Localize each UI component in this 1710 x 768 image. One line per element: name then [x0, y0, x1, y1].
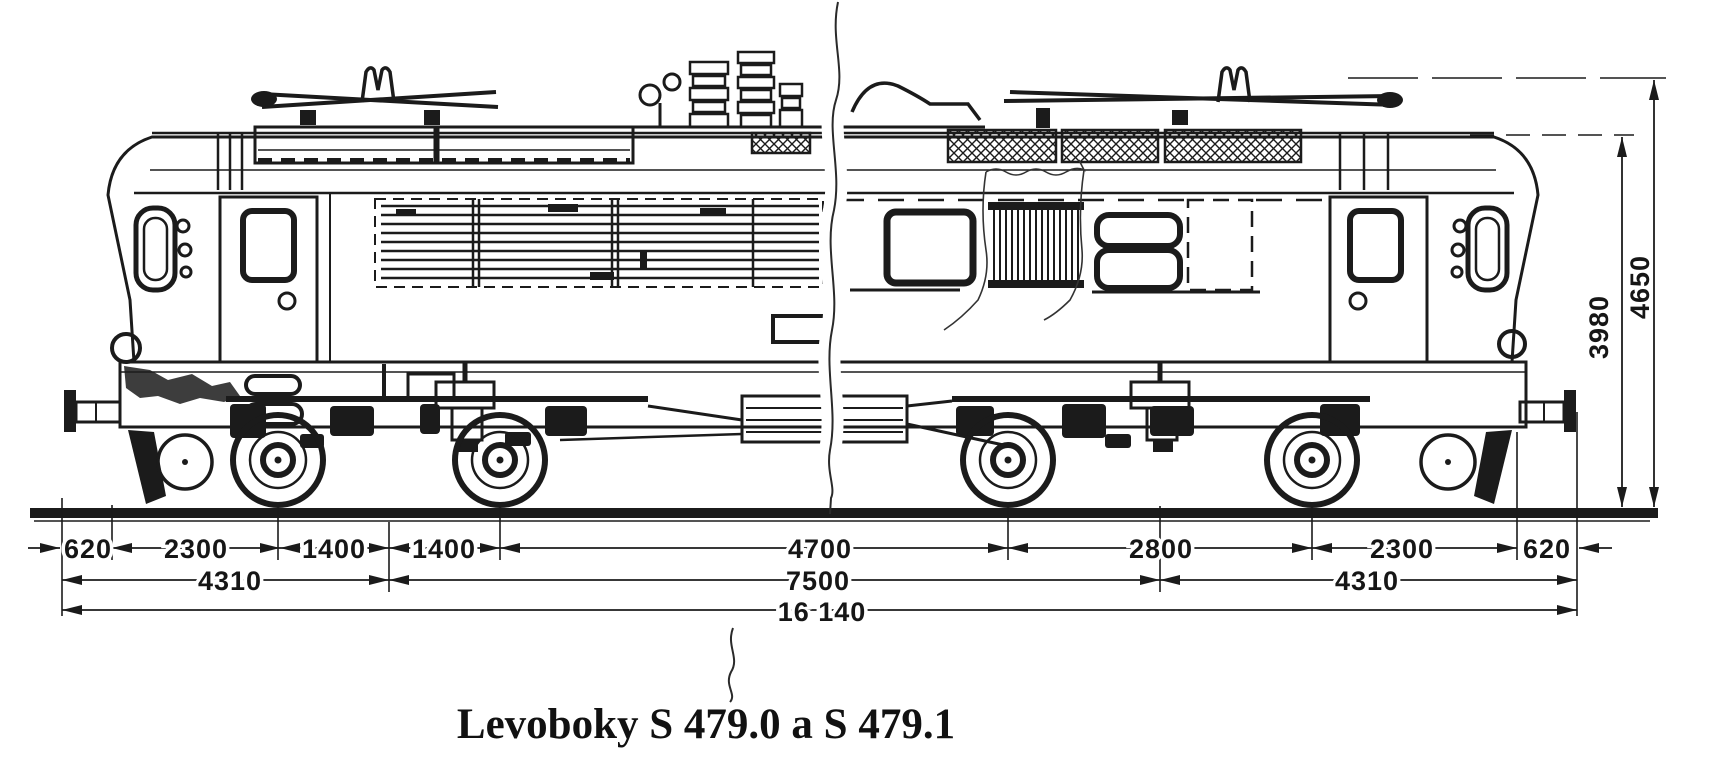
underframe-equipment: [382, 364, 1009, 448]
lower-break-squiggle: [727, 627, 736, 703]
right-pantograph: [1003, 66, 1403, 128]
right-door-window: [1347, 208, 1404, 283]
rail-line: [30, 508, 1658, 522]
wheel-axle-3: [960, 412, 1056, 508]
wheel-axle-2: [452, 412, 548, 508]
right-marker-lights: [1452, 218, 1468, 234]
caption-title: Levoboky S 479.0 a S 479.1: [457, 701, 955, 748]
dim-height-pantograph: 4650: [1625, 255, 1655, 319]
dim-height-roof: 3980: [1584, 295, 1614, 359]
roof-insulators: [638, 50, 804, 129]
left-front-window: [133, 205, 178, 293]
dimension-row-3: 16 140: [62, 594, 1577, 631]
dim-2300-left: 2300: [164, 534, 228, 564]
right-pilot-step: [1474, 430, 1512, 504]
patch-tear-outline: [943, 159, 1086, 331]
vent-pair-upper: [1094, 212, 1183, 249]
vertical-dimensions: 3980 4650: [1348, 77, 1666, 507]
dimension-row-2: 4310 7500 4310: [62, 563, 1577, 600]
left-buffer: [64, 390, 122, 432]
roof-air-horn: [850, 81, 982, 122]
left-cab: [64, 133, 319, 504]
dim-2800: 2800: [1129, 534, 1193, 564]
wheel-axle-1: [230, 412, 326, 508]
left-bogie: [226, 362, 648, 508]
roof-equipment: [253, 50, 1303, 165]
left-door-handle: [277, 291, 297, 311]
machine-room-window: [883, 208, 977, 287]
dim-4700: 4700: [788, 534, 852, 564]
dim-4310-right: 4310: [1335, 566, 1399, 596]
right-front-window: [1465, 205, 1510, 293]
dim-620-left: 620: [64, 534, 112, 564]
dashed-panel: [1186, 198, 1254, 292]
machine-room-panels: [838, 198, 1326, 294]
dim-620-right: 620: [1523, 534, 1571, 564]
left-cab-door: [218, 195, 319, 364]
right-collector-head: [1216, 66, 1252, 103]
dim-7500: 7500: [786, 566, 850, 596]
dimension-row-1: 620 2300 1400 1400 4700 2800 2300 620: [28, 531, 1612, 568]
left-pantograph: [251, 66, 499, 125]
left-marker-lights: [175, 218, 191, 234]
roof-box-2: [436, 125, 635, 165]
frame-shading: [124, 366, 240, 404]
photo-break-tear: [727, 0, 1086, 703]
right-cab-door: [1328, 195, 1429, 364]
right-end-wheel: [1419, 433, 1477, 491]
left-pilot-step: [128, 430, 166, 504]
vertical-slat-grille: [988, 202, 1084, 288]
left-collector-head: [360, 66, 396, 103]
wheel-axle-4: [1264, 412, 1360, 508]
right-cab: [1328, 133, 1576, 504]
roof-hatched-panels: [750, 128, 1303, 164]
sandbox: [406, 372, 456, 400]
dim-1400-a: 1400: [302, 534, 366, 564]
right-buffer: [1518, 390, 1576, 432]
vent-pair-lower: [1094, 247, 1183, 291]
left-headlamp: [110, 332, 142, 364]
right-door-handle: [1348, 291, 1368, 311]
dimensioning: 620 2300 1400 1400 4700 2800 2300 620 43…: [28, 77, 1666, 631]
dim-2300-right: 2300: [1370, 534, 1434, 564]
dim-1400-b: 1400: [412, 534, 476, 564]
linkage-rod: [647, 404, 743, 422]
roof-box-1: [253, 125, 437, 165]
right-bogie: [952, 362, 1370, 508]
right-headlamp: [1497, 329, 1527, 359]
louvre-grille-band: [329, 193, 824, 362]
dim-4310-left: 4310: [198, 566, 262, 596]
left-end-wheel: [156, 433, 214, 491]
locomotive-drawing: [30, 0, 1658, 703]
left-door-window: [240, 208, 297, 283]
dim-total-length: 16 140: [778, 597, 867, 627]
